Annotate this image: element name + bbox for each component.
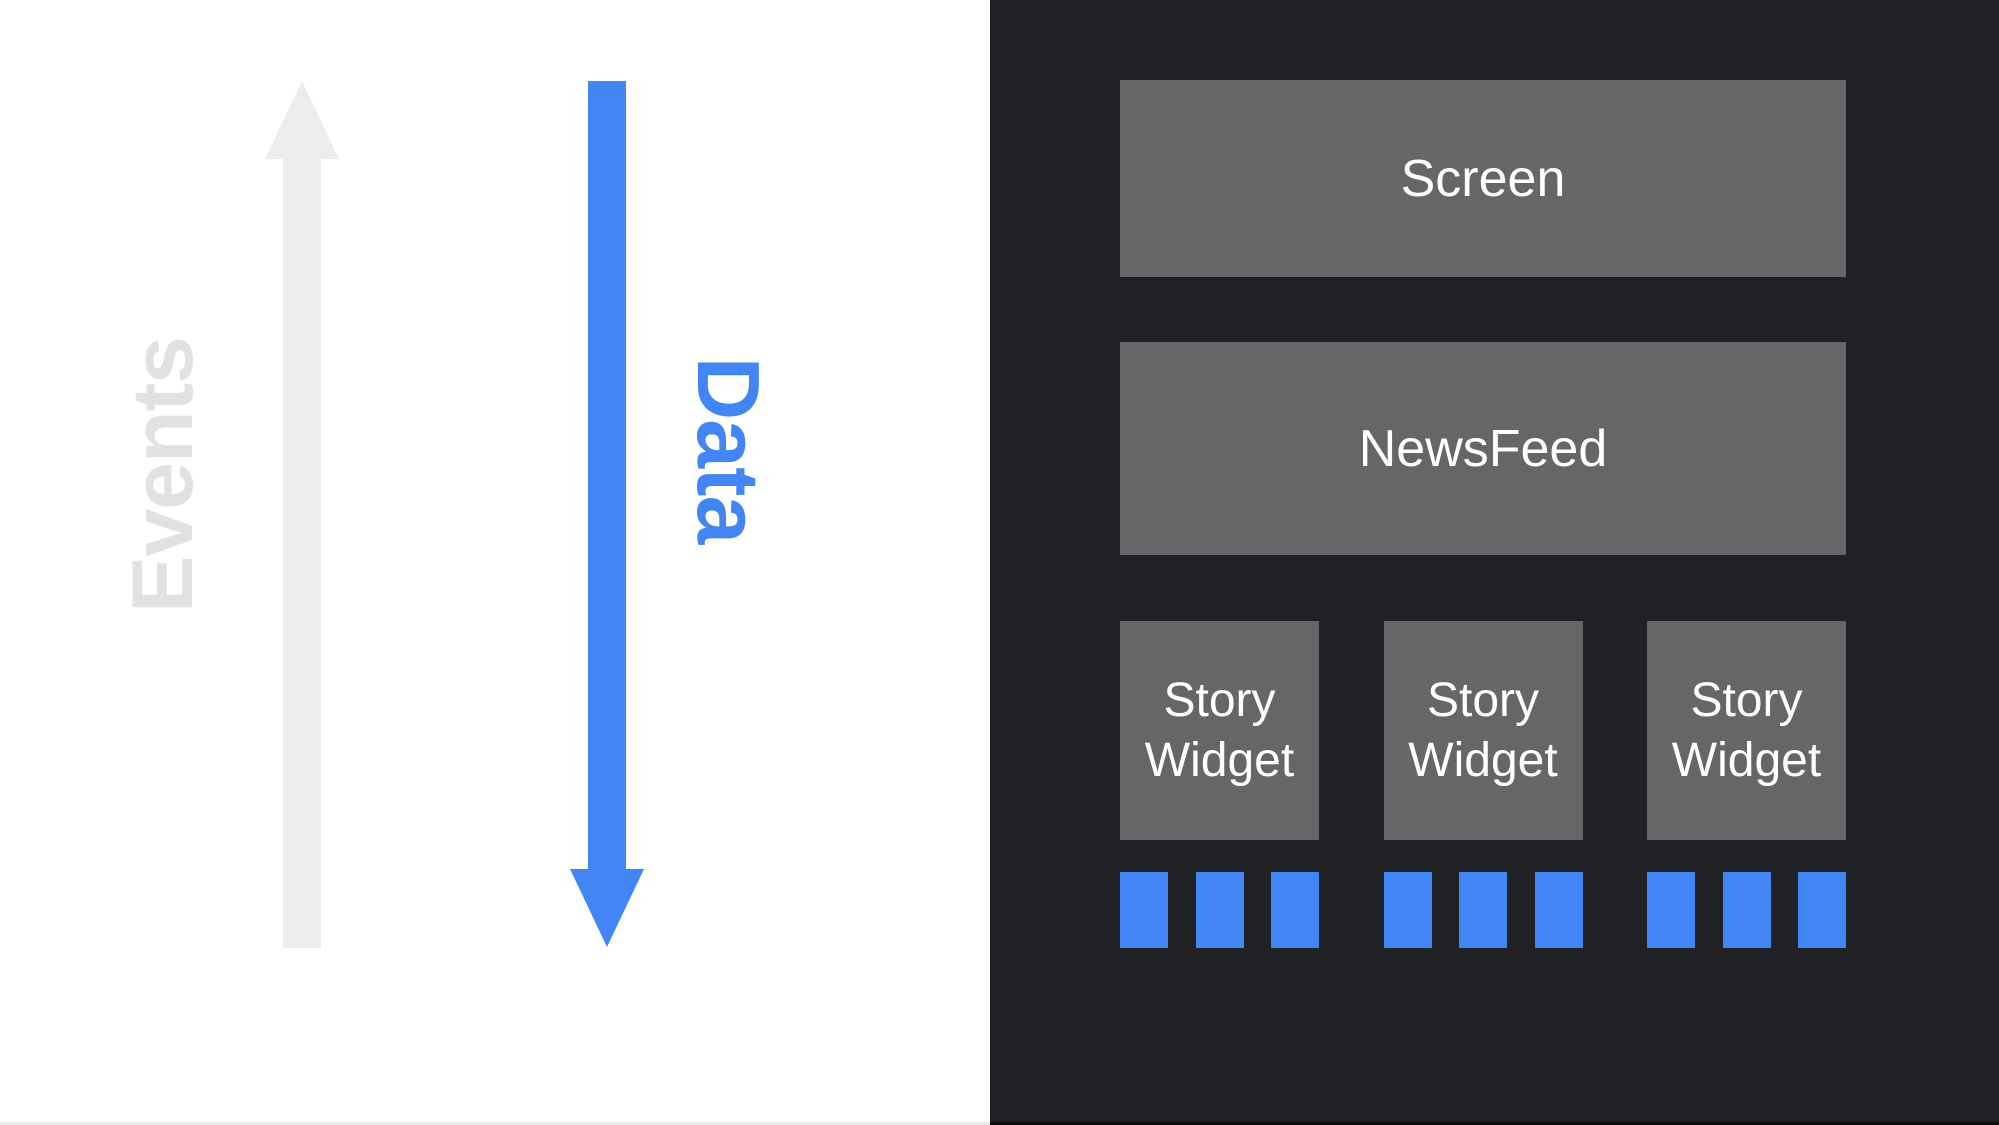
up-arrow-shaft — [283, 159, 321, 948]
screen-box-label: Screen — [1400, 149, 1566, 208]
newsfeed-box: NewsFeed — [1120, 342, 1846, 555]
data-block — [1383, 872, 1432, 948]
left-panel: Events Data — [0, 0, 990, 1125]
data-block — [1271, 872, 1319, 948]
story-widget-column: Story Widget — [1383, 621, 1583, 948]
events-label: Events — [114, 336, 211, 614]
data-block — [1798, 872, 1846, 948]
down-arrowhead-icon — [570, 869, 644, 947]
data-block — [1534, 872, 1583, 948]
data-block — [1195, 872, 1244, 948]
up-arrowhead-icon — [265, 81, 339, 159]
down-arrow-shaft — [588, 81, 626, 869]
events-up-arrow — [265, 81, 339, 948]
data-blocks-row — [1383, 872, 1583, 948]
story-widgets-row: Story Widget Story Widget Story Widget — [1120, 621, 1846, 948]
data-block — [1722, 872, 1771, 948]
story-widget-box: Story Widget — [1647, 621, 1846, 840]
data-label: Data — [679, 356, 778, 544]
story-widget-label: Story Widget — [1408, 673, 1558, 787]
story-widget-label: Story Widget — [1671, 673, 1822, 787]
architecture-panel: Screen NewsFeed Story Widget Story Widge… — [990, 0, 1999, 1125]
data-block — [1647, 872, 1695, 948]
story-widget-column: Story Widget — [1647, 621, 1846, 948]
data-block — [1120, 872, 1168, 948]
story-widget-box: Story Widget — [1120, 621, 1319, 840]
story-widget-box: Story Widget — [1383, 621, 1583, 840]
story-widget-column: Story Widget — [1120, 621, 1319, 948]
screen-box: Screen — [1120, 80, 1846, 277]
data-blocks-row — [1647, 872, 1846, 948]
story-widget-label: Story Widget — [1144, 673, 1295, 787]
newsfeed-box-label: NewsFeed — [1358, 419, 1608, 478]
data-blocks-row — [1120, 872, 1319, 948]
data-down-arrow — [570, 81, 644, 947]
data-block — [1459, 872, 1507, 948]
